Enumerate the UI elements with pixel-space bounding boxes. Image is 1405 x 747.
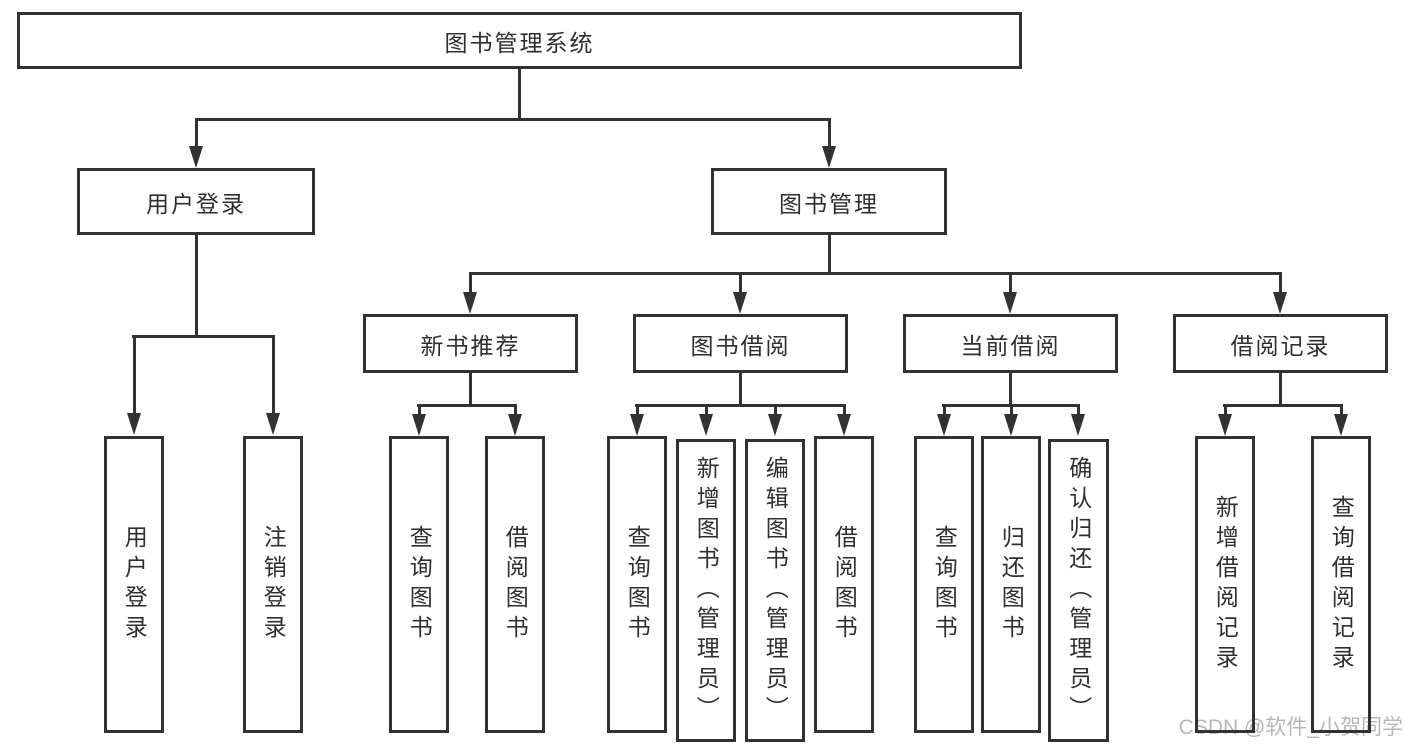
leaf-return-books: 归还图书 [981,436,1041,733]
arrow-down-icon [937,414,951,436]
arrow-down-icon [266,413,280,435]
connector-arrow-shaft [828,120,831,148]
leaf-label: 借阅图书 [831,524,858,645]
leaf-query-books: 查询图书 [607,436,667,733]
leaf-query-borrow-record: 查询借阅记录 [1311,436,1371,733]
leaf-label: 查询图书 [406,524,433,645]
leaf-label: 新增借阅记录 [1212,494,1239,675]
connector-arrow-shaft [1009,274,1012,294]
arrow-down-icon [1071,414,1085,436]
leaf-label: 确认归还（管理员） [1065,455,1092,726]
leaf-logout: 注销登录 [243,436,303,733]
connector-arrow-shaft [1340,405,1343,416]
arrow-down-icon [412,414,426,436]
connector-vline [1009,373,1012,406]
connector-vline [469,373,472,406]
connector-arrow-shaft [418,405,421,416]
node-book-borrowing: 图书借阅 [633,314,848,373]
arrow-down-icon [127,413,141,435]
connector-arrow-shaft [133,335,136,415]
connector-hbar [417,404,517,407]
connector-arrow-shaft [469,274,472,294]
arrow-down-icon [733,292,747,314]
leaf-edit-book-admin: 编辑图书（管理员） [745,439,805,742]
node-label: 图书管理 [779,190,879,217]
leaf-query-books: 查询图书 [389,436,449,733]
arrow-down-icon [822,146,836,168]
connector-arrow-shaft [843,405,846,416]
arrow-down-icon [463,292,477,314]
connector-arrow-shaft [195,120,198,148]
arrow-down-icon [837,414,851,436]
connector-arrow-shaft [943,405,946,416]
node-new-book-recommend: 新书推荐 [363,314,578,373]
connector-hbar [1223,404,1343,407]
connector-vline [1279,373,1282,406]
connector-hbar [195,118,831,121]
leaf-user-login: 用户登录 [104,436,164,733]
connector-arrow-shaft [272,335,275,415]
leaf-label: 注销登录 [260,524,287,645]
connector-arrow-shaft [1279,274,1282,294]
leaf-label: 新增图书（管理员） [693,455,720,726]
node-label: 图书管理系统 [444,29,595,56]
arrow-down-icon [1273,292,1287,314]
csdn-watermark: CSDN @软件_小贺同学 [1178,716,1403,739]
node-label: 新书推荐 [420,332,521,359]
leaf-borrow-books: 借阅图书 [814,436,874,733]
leaf-add-borrow-record: 新增借阅记录 [1195,436,1255,733]
leaf-label: 归还图书 [998,524,1025,645]
leaf-label: 查询图书 [624,524,651,645]
leaf-borrow-books: 借阅图书 [485,436,545,733]
connector-arrow-shaft [1077,405,1080,416]
leaf-label: 查询图书 [931,524,958,645]
connector-hbar [469,272,1282,275]
connector-arrow-shaft [774,405,777,416]
arrow-down-icon [630,414,644,436]
connector-vline [518,69,521,119]
connector-arrow-shaft [1224,405,1227,416]
connector-arrow-shaft [514,405,517,416]
node-label: 图书借阅 [690,332,791,359]
node-label: 当前借阅 [960,332,1061,359]
connector-vline [195,235,198,336]
leaf-label: 用户登录 [121,524,148,645]
arrow-down-icon [768,414,782,436]
arrow-down-icon [1004,414,1018,436]
leaf-label: 编辑图书（管理员） [762,455,789,726]
arrow-down-icon [508,414,522,436]
node-user-login: 用户登录 [77,168,315,235]
node-borrowing-records: 借阅记录 [1173,314,1388,373]
connector-arrow-shaft [739,274,742,294]
node-library-system: 图书管理系统 [17,12,1022,69]
arrow-down-icon [189,146,203,168]
arrow-down-icon [699,414,713,436]
connector-arrow-shaft [1010,405,1013,416]
arrow-down-icon [1334,414,1348,436]
node-current-borrowing: 当前借阅 [903,314,1118,373]
node-label: 借阅记录 [1230,332,1331,359]
node-label: 用户登录 [146,190,246,217]
leaf-confirm-return-admin: 确认归还（管理员） [1048,439,1109,742]
node-book-management: 图书管理 [711,168,947,235]
connector-hbar [635,404,846,407]
leaf-add-book-admin: 新增图书（管理员） [676,439,736,742]
leaf-query-books: 查询图书 [914,436,974,733]
leaf-label: 查询借阅记录 [1328,494,1355,675]
connector-vline [828,235,831,275]
connector-vline [739,373,742,406]
connector-arrow-shaft [636,405,639,416]
connector-arrow-shaft [705,405,708,416]
arrow-down-icon [1218,414,1232,436]
connector-hbar [132,335,275,338]
arrow-down-icon [1003,292,1017,314]
leaf-label: 借阅图书 [502,524,529,645]
